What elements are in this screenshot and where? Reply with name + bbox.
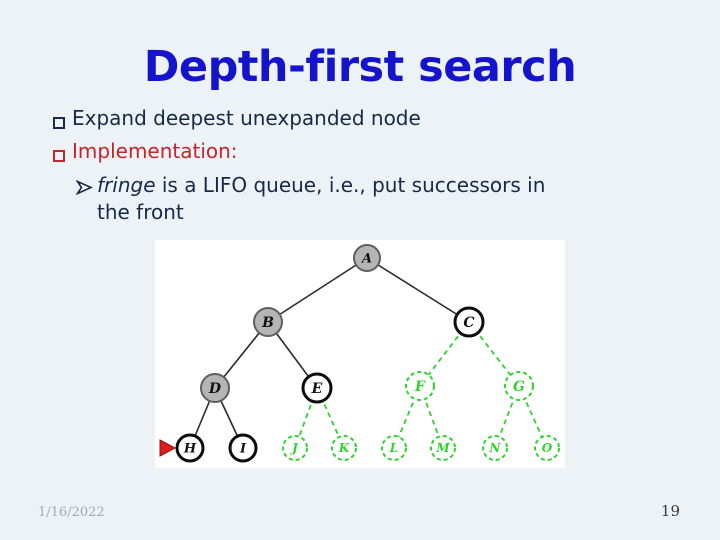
sub-bullet-rest: is a LIFO queue, i.e., put successors in… <box>97 173 546 224</box>
tree-edge-A-B <box>267 257 368 323</box>
tree-node-K: K <box>331 435 357 461</box>
svg-text:A: A <box>360 252 372 267</box>
tree-node-N: N <box>482 435 508 461</box>
current-node-arrow-icon <box>159 439 177 457</box>
tree-node-C: C <box>453 306 485 338</box>
tree-node-F: F <box>405 371 435 401</box>
svg-text:C: C <box>463 315 474 331</box>
tree-node-B: B <box>253 307 283 337</box>
bullet-square-icon <box>53 117 65 129</box>
bullet-square-icon <box>53 150 65 162</box>
fringe-word: fringe <box>97 173 156 197</box>
tree-node-A: A <box>353 244 381 272</box>
tree-node-H: H <box>175 433 205 463</box>
svg-text:D: D <box>208 381 222 397</box>
svg-text:L: L <box>389 441 398 455</box>
svg-text:H: H <box>183 442 197 457</box>
arrow-bullet-icon <box>76 180 93 195</box>
search-tree-figure: A B C D E F G H I J K L M N O <box>155 240 565 468</box>
tree-node-E: E <box>301 372 333 404</box>
tree-node-D: D <box>200 373 230 403</box>
slide-title: Depth-first search <box>143 42 577 92</box>
svg-text:N: N <box>489 441 502 455</box>
svg-text:J: J <box>290 441 299 455</box>
svg-text:E: E <box>311 381 323 397</box>
tree-node-O: O <box>534 435 560 461</box>
page-number: 19 <box>660 502 680 520</box>
footer-date: 1/16/2022 <box>38 505 105 520</box>
svg-text:I: I <box>239 442 247 457</box>
tree-node-M: M <box>430 435 456 461</box>
tree-node-L: L <box>381 435 407 461</box>
tree-node-G: G <box>504 371 534 401</box>
svg-text:G: G <box>513 379 525 395</box>
svg-text:O: O <box>542 441 553 455</box>
search-tree-svg: A B C D E F G H I J K L M N O <box>159 244 560 463</box>
svg-text:K: K <box>338 441 350 455</box>
tree-node-I: I <box>228 433 258 463</box>
svg-text:M: M <box>435 441 450 455</box>
tree-edge-A-C <box>366 257 470 323</box>
bullet-implementation: Implementation: <box>72 139 238 163</box>
bullet-expand: Expand deepest unexpanded node <box>72 106 421 130</box>
sub-bullet-fringe: fringe is a LIFO queue, i.e., put succes… <box>97 172 657 226</box>
svg-text:F: F <box>414 379 426 395</box>
svg-text:B: B <box>261 315 274 331</box>
tree-node-J: J <box>282 435 308 461</box>
